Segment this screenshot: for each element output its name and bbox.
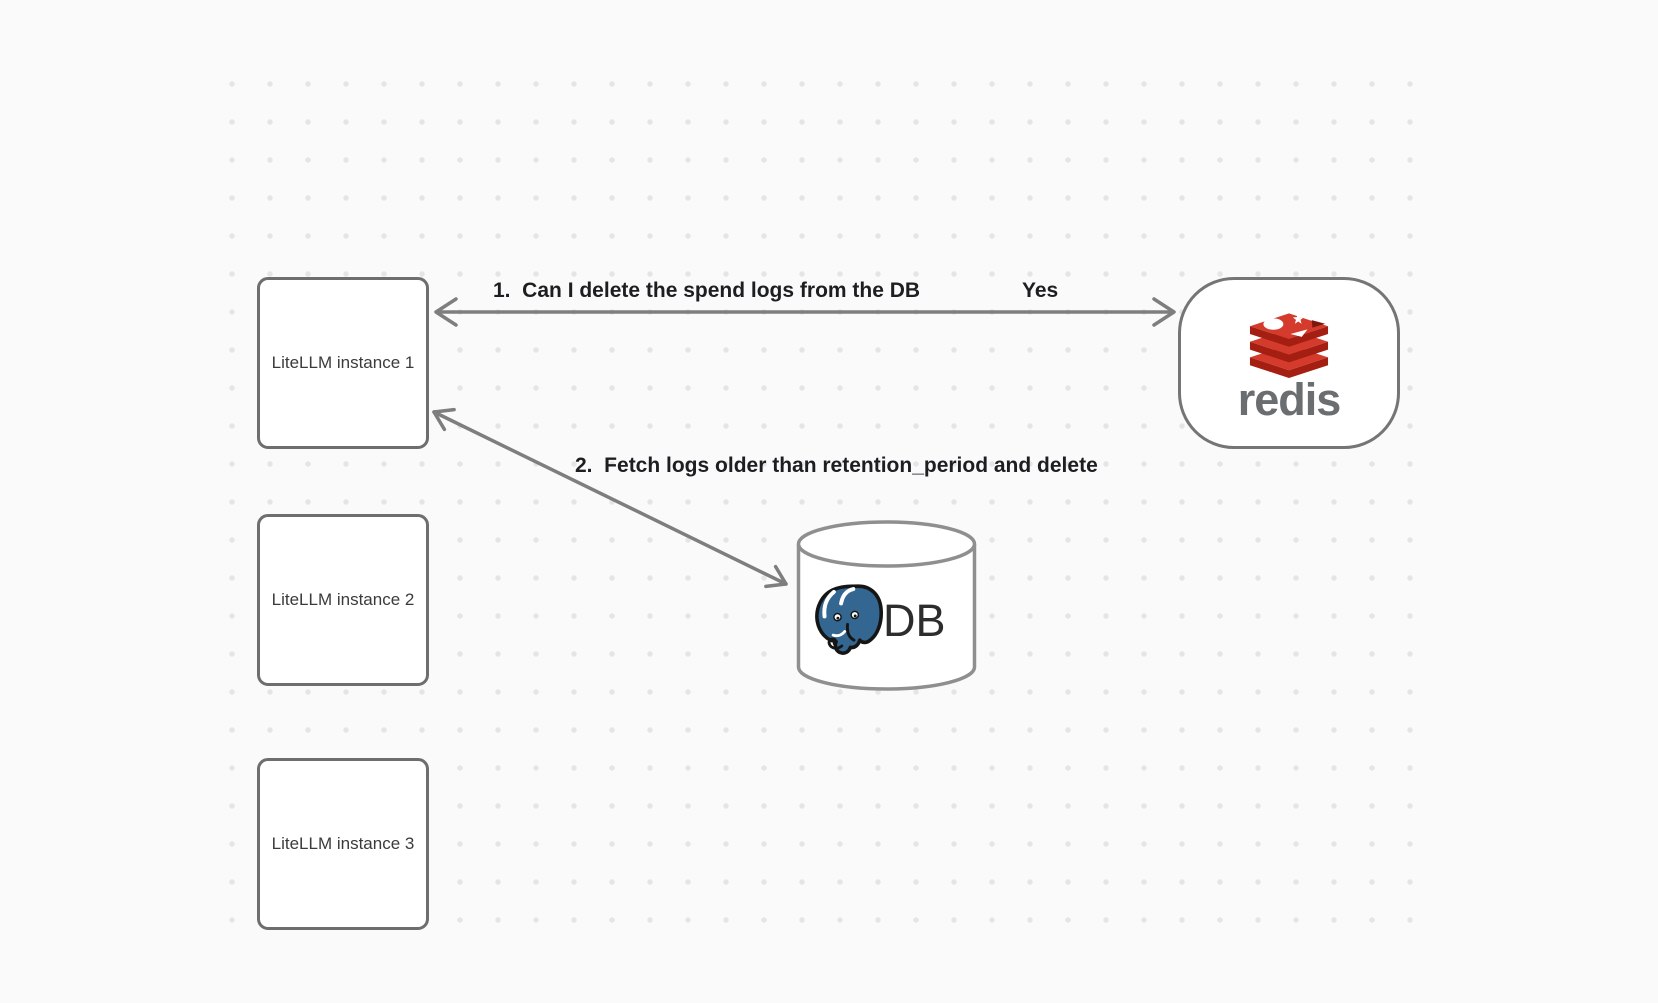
db-cylinder-node[interactable] [795,519,978,695]
redis-node[interactable]: redis [1178,277,1400,449]
litellm-instance-1-label: LiteLLM instance 1 [271,353,415,372]
db-label: DB [883,595,946,646]
redis-wordmark-label: redis [1237,374,1342,425]
edge1-arrow[interactable] [434,297,1176,327]
litellm-instance-3-label: LiteLLM instance 3 [271,834,415,853]
litellm-instance-2-label: LiteLLM instance 2 [271,590,415,609]
edge1-label[interactable]: 1. Can I delete the spend logs from the … [493,279,921,302]
postgresql-elephant-icon [815,584,883,655]
edge2-arrow[interactable] [432,407,788,589]
litellm-instance-3-node[interactable]: LiteLLM instance 3 [257,758,429,930]
redis-logo-icon [1249,313,1329,378]
litellm-instance-2-node[interactable]: LiteLLM instance 2 [257,514,429,686]
edge2-label[interactable]: 2. Fetch logs older than retention_perio… [575,454,1098,477]
litellm-instance-1-node[interactable]: LiteLLM instance 1 [257,277,429,449]
edge1-response-label[interactable]: Yes [1022,279,1059,302]
